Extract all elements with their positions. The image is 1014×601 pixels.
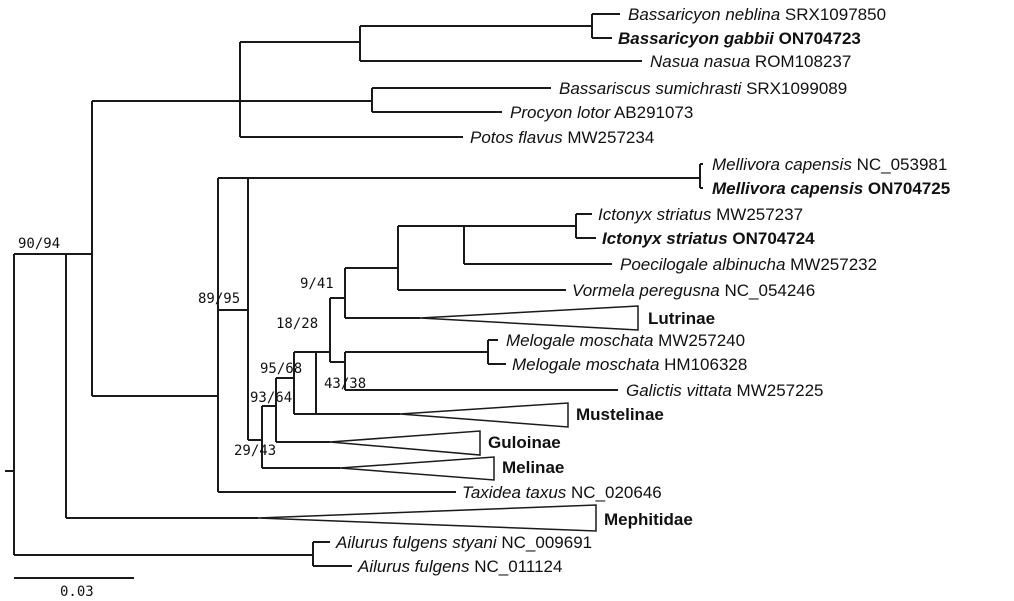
- tip-label: Potos flavus MW257234: [470, 128, 654, 147]
- clade-label-guloinae: Guloinae: [488, 433, 561, 452]
- support-value: 29/43: [234, 443, 276, 459]
- tip-label: Ailurus fulgens NC_011124: [357, 557, 562, 576]
- clade-label-mephitidae: Mephitidae: [604, 510, 693, 529]
- tip-label: Nasua nasua ROM108237: [650, 52, 851, 71]
- support-values: 90/94 89/95 9/41 18/28 95/68 43/38 93/64…: [18, 236, 366, 459]
- tip-label: Ailurus fulgens styani NC_009691: [335, 533, 592, 552]
- tip-label: Mellivora capensis NC_053981: [712, 155, 947, 174]
- clade-triangle-lutrinae: [419, 305, 639, 331]
- tip-label: Melogale moschata HM106328: [512, 355, 747, 374]
- clade-triangle-mustelinae: [399, 402, 569, 428]
- clade-label-mustelinae: Mustelinae: [576, 405, 664, 424]
- tip-label: Galictis vittata MW257225: [626, 381, 823, 400]
- tip-label: Bassaricyon neblina SRX1097850: [628, 5, 886, 24]
- scale-bar: 0.03: [14, 577, 134, 600]
- clade-labels: Lutrinae Mustelinae Guloinae Melinae Mep…: [488, 309, 715, 529]
- tip-label: Bassaricyon gabbii ON704723: [618, 29, 861, 48]
- tip-label: Bassariscus sumichrasti SRX1099089: [559, 79, 847, 98]
- tip-label: Poecilogale albinucha MW257232: [620, 255, 877, 274]
- clade-label-lutrinae: Lutrinae: [648, 309, 715, 328]
- support-value: 90/94: [18, 236, 60, 252]
- tip-label: Ictonyx striatus MW257237: [598, 205, 803, 224]
- support-value: 43/38: [324, 376, 366, 392]
- support-value: 95/68: [260, 361, 302, 377]
- tip-labels: Bassaricyon neblina SRX1097850 Bassaricy…: [335, 5, 950, 576]
- support-value: 9/41: [300, 276, 334, 292]
- tip-label: Melogale moschata MW257240: [506, 331, 745, 350]
- tip-label: Procyon lotor AB291073: [510, 103, 693, 122]
- support-value: 89/95: [198, 291, 240, 307]
- tip-label: Mellivora capensis ON704725: [712, 179, 950, 198]
- clade-triangle-mephitidae: [257, 504, 597, 532]
- tip-label: Taxidea taxus NC_020646: [462, 483, 662, 502]
- collapsed-clades: [257, 305, 639, 532]
- clade-triangle-guloinae: [329, 430, 481, 456]
- tree-branches: [5, 13, 703, 567]
- scale-bar-label: 0.03: [60, 584, 94, 600]
- tip-label: Ictonyx striatus ON704724: [602, 229, 815, 248]
- clade-triangle-melinae: [339, 456, 495, 481]
- tip-label: Vormela peregusna NC_054246: [572, 281, 815, 300]
- clade-label-melinae: Melinae: [502, 458, 564, 477]
- support-value: 18/28: [276, 316, 318, 332]
- support-value: 93/64: [250, 390, 292, 406]
